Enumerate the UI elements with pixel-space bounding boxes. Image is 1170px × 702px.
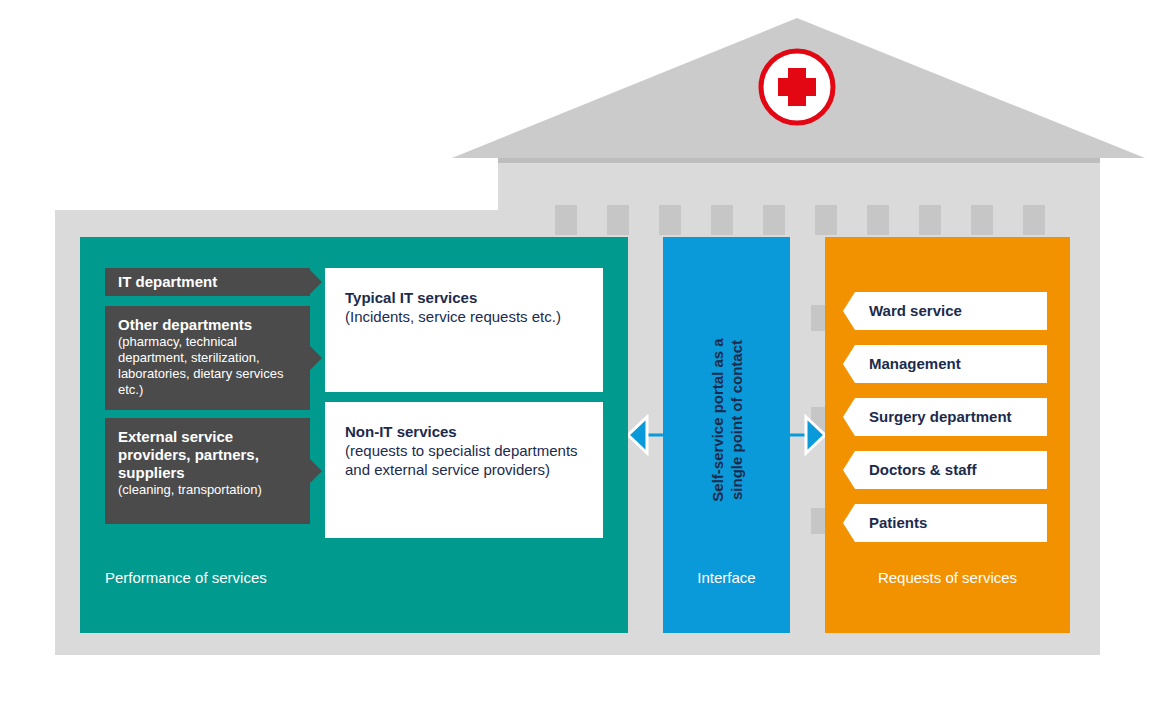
column-capital — [607, 205, 629, 235]
column-capital — [763, 205, 785, 235]
requester-tab: Ward service — [843, 292, 1047, 330]
box-heading: External service providers, partners, su… — [118, 428, 300, 482]
column-segment — [811, 305, 825, 331]
column-capital — [971, 205, 993, 235]
arrow-box-shape — [105, 306, 322, 410]
box-heading: Typical IT services — [345, 288, 589, 307]
box-body: (Incidents, service requests etc.) — [345, 307, 589, 326]
panel-label: Performance of services — [80, 569, 628, 587]
tab-label: Surgery department — [869, 407, 1037, 426]
column-capital — [867, 205, 889, 235]
notched-tab-shape — [843, 345, 1047, 383]
requester-tab: Management — [843, 345, 1047, 383]
panel-label: Requests of services — [825, 569, 1070, 587]
vertical-label: Self-service portal as a single point of… — [708, 320, 746, 520]
service-box: Non-IT services(requests to specialist d… — [325, 402, 603, 538]
interface-arrow — [628, 434, 663, 437]
notched-tab-shape — [843, 292, 1047, 330]
column-capital — [1023, 205, 1045, 235]
tab-label: Patients — [869, 513, 1037, 532]
provider-box: Other departments(pharmacy, technical de… — [105, 306, 322, 410]
requester-tab: Surgery department — [843, 398, 1047, 436]
column-capital — [711, 205, 733, 235]
tab-label: Doctors & staff — [869, 460, 1037, 479]
tab-label: Management — [869, 354, 1037, 373]
box-heading: Other departments — [118, 316, 300, 334]
building-wall — [55, 210, 1100, 655]
box-heading: IT department — [118, 273, 300, 291]
panel-label: Interface — [663, 569, 790, 587]
service-panel: Performance of services IT departmentOthe… — [80, 237, 628, 633]
requester-tab: Doctors & staff — [843, 451, 1047, 489]
column-capital — [919, 205, 941, 235]
provider-box: External service providers, partners, su… — [105, 418, 322, 524]
column-capital — [815, 205, 837, 235]
roof-cornice — [498, 158, 1100, 163]
column-capital — [659, 205, 681, 235]
notched-tab-shape — [843, 504, 1047, 542]
service-box: Typical IT services(Incidents, service r… — [325, 268, 603, 392]
cross-emblem — [761, 51, 833, 123]
interface-panel: Self-service portal as a single point of… — [663, 237, 790, 633]
column-segment — [811, 407, 825, 433]
red-cross — [778, 78, 816, 96]
tab-label: Ward service — [869, 301, 1037, 320]
box-heading: Non-IT services — [345, 422, 589, 441]
notched-tab-shape — [843, 398, 1047, 436]
roof-pediment — [452, 18, 1145, 158]
box-body: (cleaning, transportation) — [118, 482, 300, 498]
notched-tab-shape — [843, 451, 1047, 489]
arrow-box-shape — [105, 268, 322, 296]
column-capital — [555, 205, 577, 235]
arrow-box-shape — [105, 418, 322, 524]
box-body: (pharmacy, technical department, sterili… — [118, 334, 300, 398]
column-segment — [811, 508, 825, 534]
box-body: (requests to specialist departments and … — [345, 441, 589, 479]
request-panel: Requests of services Ward serviceManageme… — [825, 237, 1070, 633]
interface-arrow — [790, 434, 825, 437]
requester-tab: Patients — [843, 504, 1047, 542]
provider-box: IT department — [105, 268, 322, 296]
